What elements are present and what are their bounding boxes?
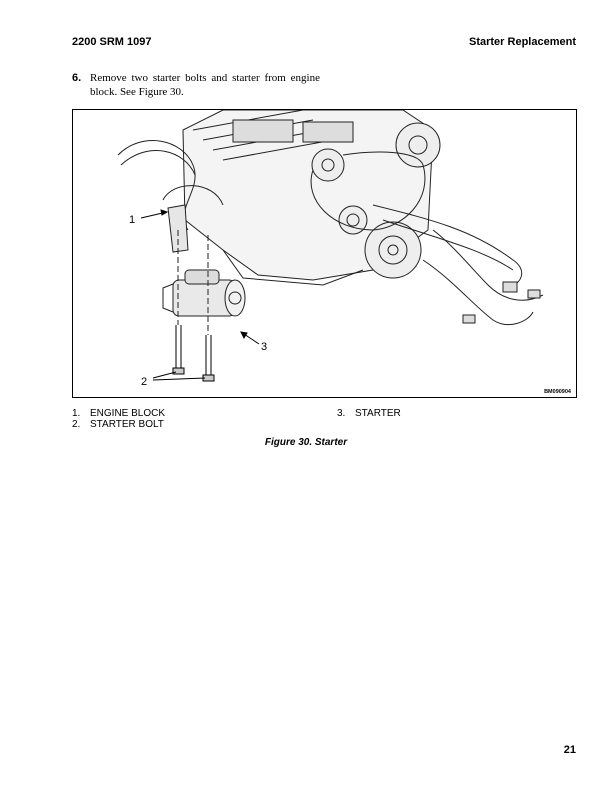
legend-item: 1. ENGINE BLOCK — [72, 408, 165, 419]
section-title: Starter Replacement — [469, 36, 576, 48]
legend-number: 2. — [72, 419, 81, 430]
legend-label: ENGINE BLOCK — [90, 408, 166, 419]
legend-item: 2. STARTER BOLT — [72, 419, 165, 430]
figure-code: BM090904 — [544, 389, 572, 395]
callout-1: 1 — [129, 214, 135, 226]
callout-2: 2 — [141, 376, 147, 388]
callout-3: 3 — [261, 341, 267, 353]
legend-number: 3. — [337, 408, 346, 419]
legend-number: 1. — [72, 408, 81, 419]
figure-legend-right: 3. STARTER — [337, 408, 401, 419]
legend-label: STARTER BOLT — [90, 419, 164, 430]
figure-caption: Figure 30. Starter — [264, 437, 348, 448]
procedure-step: 6. Remove two starter bolts and starter … — [72, 71, 320, 99]
engine-illustration: 1 2 3 BM090904 — [117, 110, 572, 395]
step-text: Remove two starter bolts and starter fro… — [90, 72, 320, 98]
legend-item: 3. STARTER — [337, 408, 401, 419]
page-number: 21 — [563, 744, 576, 756]
document-header-left: 2200 SRM 1097 — [72, 36, 152, 48]
figure-legend-left: 1. ENGINE BLOCK 2. STARTER BOLT — [72, 408, 165, 430]
figure-starter-illustration: 1 2 3 BM090904 — [72, 109, 577, 398]
legend-label: STARTER — [355, 408, 401, 419]
step-number: 6. — [72, 72, 82, 84]
